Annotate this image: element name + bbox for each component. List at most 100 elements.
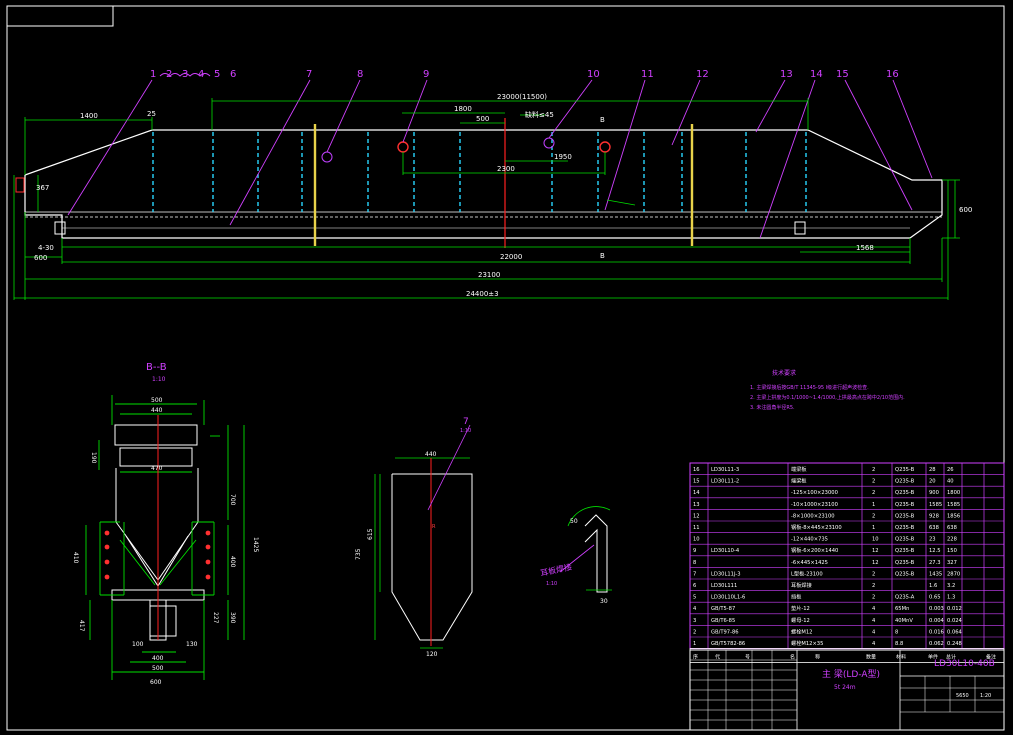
notes-item-1: 1. 主梁焊接后按GB/T 11345-95 I级进行超声波检查.	[750, 384, 869, 391]
callout-10: 10	[587, 69, 600, 80]
bb-w-mid: 470	[151, 465, 163, 472]
bom-cell: 12	[872, 548, 879, 554]
bom-cell: 2	[872, 595, 875, 601]
bom-cell: 23	[929, 537, 936, 543]
bom-cell: Q235-A	[895, 595, 915, 601]
plate-center-mark: R	[432, 524, 436, 530]
main-girder-view: 1 2 3 4 5 6 7 8 9 10 11 12 13 14 15 16	[13, 69, 972, 300]
bom-cell: Q235-B	[895, 571, 915, 577]
bom-cell: 1585	[929, 502, 942, 508]
bom-cell: GB/T5782-86	[711, 641, 745, 647]
dim-4-30: 4-30	[38, 244, 54, 252]
bom-cell: 1435	[929, 571, 942, 577]
bom-header-cell: 总计	[946, 654, 956, 661]
section-bb-scale: 1:10	[152, 376, 166, 383]
bom-cell: 2	[872, 479, 875, 485]
bom-cell: 2	[872, 583, 875, 589]
bom-cell: 0.004	[929, 618, 945, 624]
main-dimension-lines	[13, 98, 960, 300]
bom-cell: LD30L10-4	[711, 548, 740, 554]
callout-3: 3	[182, 69, 188, 80]
bom-cell: 1	[872, 502, 875, 508]
bb-w-s: 130	[186, 641, 198, 648]
bom-cell: 20	[929, 479, 936, 485]
main-dimension-texts: 23000(11500) 1400 25 1800 500 缺料≤45 1950…	[34, 93, 972, 298]
section-mark-top: B	[600, 116, 605, 124]
bom-cell: 0.062	[929, 641, 944, 647]
bom-cell: -8×1000×23100	[791, 513, 835, 519]
drawing-number-box	[6, 5, 114, 27]
bom-cell: 0.248	[947, 641, 962, 647]
bom-header-cell: 代	[715, 654, 720, 661]
callout-12: 12	[696, 69, 709, 80]
dim-23100: 23100	[478, 271, 500, 279]
left-end-mark	[15, 177, 25, 193]
weight-value: 5650	[956, 693, 969, 699]
dim-left-height: 367	[36, 184, 49, 192]
technical-notes: 技术要求 1. 主梁焊接后按GB/T 11345-95 I级进行超声波检查. 2…	[750, 369, 905, 411]
section-mark-bottom: B	[600, 252, 605, 260]
bom-cell: GB/T6-85	[711, 618, 735, 624]
bom-cell: Q235-B	[895, 490, 915, 496]
part-name: 主 梁(LD-A型)	[822, 668, 880, 680]
bom-cell: 3.2	[947, 583, 955, 589]
callout-8: 8	[357, 69, 363, 80]
dim-top-total: 23000(11500)	[497, 93, 547, 101]
bom-cell: 1.3	[947, 595, 955, 601]
diaphragm-lines	[152, 132, 807, 212]
bb-w-base: 400	[152, 655, 164, 662]
plate-leader	[427, 424, 471, 511]
bom-cell: GB/T5-87	[711, 606, 735, 612]
bom-header-cell: 称	[815, 654, 820, 661]
bom-header-cell: 序	[693, 654, 698, 661]
dim-1950: 1950	[554, 153, 572, 161]
bom-cell: Q235-B	[895, 548, 915, 554]
bb-w-s2: 100	[132, 641, 144, 648]
bom-cell: 16	[693, 467, 700, 473]
bom-cell: Q235-B	[895, 513, 915, 519]
bom-cell: 端梁板	[791, 477, 807, 485]
bom-cell: 螺母-12	[791, 616, 810, 624]
bom-cell: 327	[947, 560, 957, 566]
plate-h-left: 735	[355, 548, 362, 560]
bom-cell: 12	[872, 560, 879, 566]
bom-cell: 8.8	[895, 641, 903, 647]
bom-cell: 2	[872, 513, 875, 519]
bom-cell: 0.016	[929, 629, 944, 635]
bom-cell: 4	[872, 629, 876, 635]
bom-cell: 2	[872, 467, 875, 473]
bom-cell: 8	[693, 560, 696, 566]
bom-cell: 端梁板	[791, 465, 807, 473]
plate-w-top: 440	[425, 451, 437, 458]
bom-cell: 150	[947, 548, 957, 554]
part-sub: 5t 24m	[834, 684, 856, 691]
bom-cell: 1856	[947, 513, 960, 519]
bom-cell: 12.5	[929, 548, 941, 554]
dim-25: 25	[147, 110, 156, 118]
detail-dim-30: 30	[600, 598, 608, 605]
callout-7: 7	[306, 69, 312, 80]
bb-w-top: 500	[151, 397, 163, 404]
bom-cell: 40MnV	[895, 618, 913, 624]
bom-cell: 28	[929, 467, 936, 473]
plate-w-bottom: 120	[426, 651, 438, 658]
bom-cell: 1.6	[929, 583, 937, 589]
callout-13: 13	[780, 69, 793, 80]
callout-14: 14	[810, 69, 823, 80]
bom-cell: Q235-B	[895, 467, 915, 473]
bom-cell: 638	[929, 525, 939, 531]
bb-h-left1: 410	[72, 552, 79, 564]
notes-title: 技术要求	[772, 369, 796, 377]
